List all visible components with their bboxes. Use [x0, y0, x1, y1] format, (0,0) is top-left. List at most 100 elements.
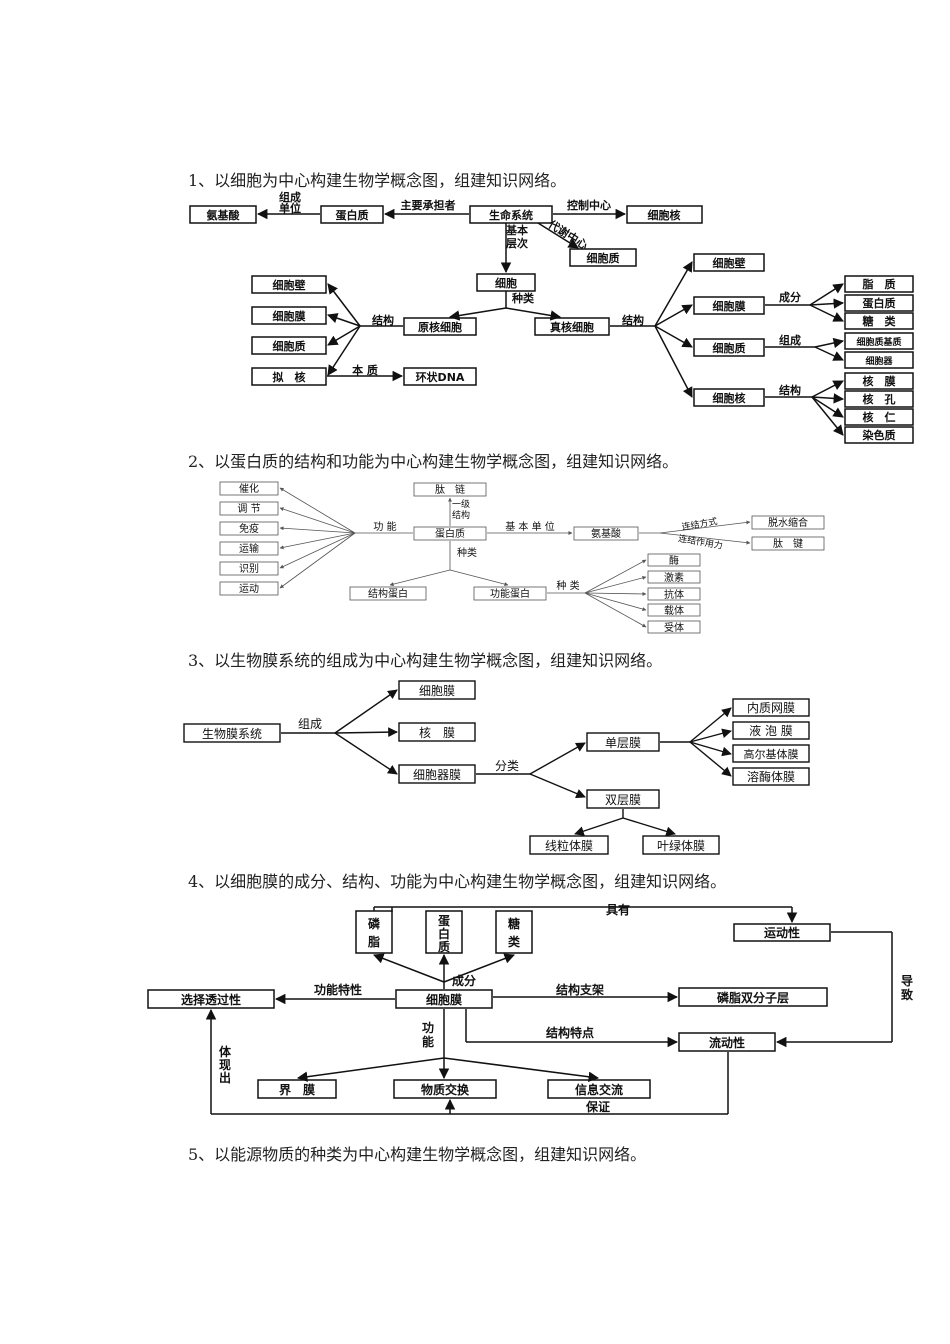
concept-map-cell: 氨基酸 蛋白质 生命系统 细胞核 细胞质 细胞 细胞壁 细胞膜 细胞质 拟 核 …: [189, 190, 914, 444]
node-nuclear-membrane: 核 膜: [419, 726, 455, 740]
node-nuclear-envelope: 核 膜: [863, 374, 896, 388]
label-basic-unit: 基 本 单 位: [505, 520, 555, 533]
label-component: 成分: [779, 290, 801, 304]
node-eukaryote-cytoplasm: 细胞质: [713, 341, 746, 355]
node-single-layer: 单层膜: [605, 736, 641, 750]
label-have: 具有: [606, 902, 630, 917]
node-amino-acid-2: 氨基酸: [591, 527, 621, 540]
label-embody-3: 出: [219, 1070, 231, 1085]
label-function-2: 能: [422, 1034, 434, 1049]
node-eukaryote-wall: 细胞壁: [713, 256, 746, 270]
node-boundary-membrane: 界 膜: [279, 1082, 315, 1097]
node-chloroplast-membrane: 叶绿体膜: [657, 838, 705, 853]
label-level-1: 基本: [505, 223, 528, 237]
label-primary-1: 一级: [452, 498, 470, 510]
node-cell-membrane-center: 细胞膜: [426, 992, 462, 1007]
node-membrane-protein: 蛋白质: [863, 296, 896, 310]
node-phospholipid-1: 磷: [368, 916, 381, 931]
node-structural-protein: 结构蛋白: [368, 587, 408, 600]
heading-1: 1、以细胞为中心构建生物学概念图，组建知识网络。: [188, 171, 567, 190]
label-guarantee: 保证: [585, 1099, 610, 1114]
label-kind-protein: 种类: [457, 546, 477, 559]
node-prokaryote-cytoplasm: 细胞质: [273, 339, 306, 353]
node-eukaryote-nucleus: 细胞核: [713, 391, 746, 405]
node-cytosol-matrix: 细胞质基质: [856, 336, 901, 348]
node-protein-3: 质: [438, 939, 450, 954]
label-component-4: 成分: [452, 973, 476, 988]
node-fluidity: 流动性: [709, 1035, 745, 1050]
node-phospholipid-2: 脂: [367, 934, 380, 949]
node-prokaryote-wall: 细胞壁: [273, 278, 306, 292]
node-chromatin: 染色质: [863, 428, 896, 442]
heading-3: 3、以生物膜系统的组成为中心构建生物学概念图，组建知识网络。: [188, 651, 663, 670]
node-sugar: 糖 类: [863, 314, 897, 328]
node-motility: 运动性: [764, 925, 800, 940]
label-kind: 种类: [511, 291, 535, 305]
node-organelle-membrane: 细胞器膜: [413, 768, 461, 782]
label-function-property: 功能特性: [314, 982, 362, 997]
node-movement: 运动: [239, 583, 259, 595]
concept-map-cell-membrane: 磷 脂 蛋 白 质 糖 类 运动性 选择透过性 细胞膜 磷脂双分子层 流动性 界…: [147, 902, 914, 1115]
node-recognition: 识别: [239, 563, 259, 575]
node-protein-center: 蛋白质: [435, 527, 465, 540]
node-sugar-1: 糖: [508, 916, 520, 931]
node-nucleolus: 核 仁: [863, 410, 896, 424]
label-level-2: 层次: [505, 236, 528, 250]
label-function: 功 能: [373, 520, 396, 533]
node-prokaryotic-cell: 原核细胞: [418, 320, 462, 334]
label-structural-frame: 结构支架: [556, 982, 604, 997]
node-peptide-chain: 肽 链: [435, 483, 465, 496]
label-lead-1: 导: [901, 973, 913, 988]
node-organelle: 细胞器: [865, 355, 893, 367]
node-cell: 细胞: [495, 276, 517, 290]
heading-2: 2、以蛋白质的结构和功能为中心构建生物学概念图，组建知识网络。: [188, 452, 679, 471]
node-carrier: 载体: [664, 605, 684, 617]
node-circular-dna: 环状DNA: [416, 370, 465, 384]
node-receptor: 受体: [664, 622, 684, 634]
node-peptide-bond: 肽 键: [773, 537, 803, 550]
node-enzyme: 酶: [669, 554, 679, 567]
node-protein: 蛋白质: [336, 208, 369, 222]
node-eukaryotic-cell: 真核细胞: [550, 320, 594, 334]
label-embody-1: 体: [219, 1044, 232, 1059]
heading-5: 5、以能源物质的种类为中心构建生物学概念图，组建知识网络。: [188, 1145, 647, 1164]
label-structure-eukaryote: 结构: [621, 313, 644, 327]
node-material-exchange: 物质交换: [421, 1082, 470, 1097]
label-unit-1: 组成: [279, 190, 301, 204]
node-lipid: 脂 质: [862, 277, 896, 291]
node-dehydration: 脱水缩合: [768, 516, 808, 529]
heading-4: 4、以细胞膜的成分、结构、功能为中心构建生物学概念图，组建知识网络。: [188, 872, 727, 891]
concept-map-protein: 催化 调 节 免疫 运输 识别 运动 肽 链 蛋白质 氨基酸 脱水缩合 肽 键 …: [219, 481, 825, 634]
node-mitochondria-membrane: 线粒体膜: [545, 838, 593, 853]
label-metabolic-center: 代谢中心: [545, 216, 591, 252]
node-phospholipid-bilayer: 磷脂双分子层: [717, 990, 789, 1005]
node-hormone: 激素: [664, 571, 684, 584]
label-control-center: 控制中心: [567, 198, 611, 212]
label-essence: 本 质: [352, 363, 378, 377]
label-compose-3: 组成: [298, 717, 322, 731]
label-lead-2: 致: [901, 987, 914, 1002]
node-selective-permeability: 选择透过性: [181, 992, 241, 1007]
node-er-membrane: 内质网膜: [747, 701, 795, 715]
node-cell-membrane: 细胞膜: [419, 684, 455, 698]
label-structure-prokaryote: 结构: [371, 313, 394, 327]
node-lysosome-membrane: 溶酶体膜: [747, 769, 795, 784]
label-function-1: 功: [422, 1020, 434, 1035]
node-life-system: 生命系统: [489, 208, 533, 222]
node-catalysis: 催化: [239, 482, 259, 495]
node-golgi-membrane: 高尔基体膜: [744, 747, 799, 761]
node-protein-1: 蛋: [438, 914, 450, 928]
node-double-layer: 双层膜: [605, 793, 641, 807]
label-classify: 分类: [495, 759, 519, 773]
node-information-exchange: 信息交流: [575, 1082, 623, 1097]
label-connect-force: 连结作用力: [677, 532, 723, 552]
node-transport: 运输: [239, 542, 259, 555]
label-kind-function: 种 类: [556, 579, 579, 592]
node-nuclear-pore: 核 孔: [863, 392, 896, 406]
node-vacuole-membrane: 液 泡 膜: [749, 723, 793, 738]
label-structural-feature: 结构特点: [546, 1025, 594, 1040]
node-eukaryote-membrane: 细胞膜: [713, 299, 746, 313]
node-nucleoid: 拟 核: [273, 370, 306, 384]
label-connect-mode: 连结方式: [681, 515, 719, 533]
